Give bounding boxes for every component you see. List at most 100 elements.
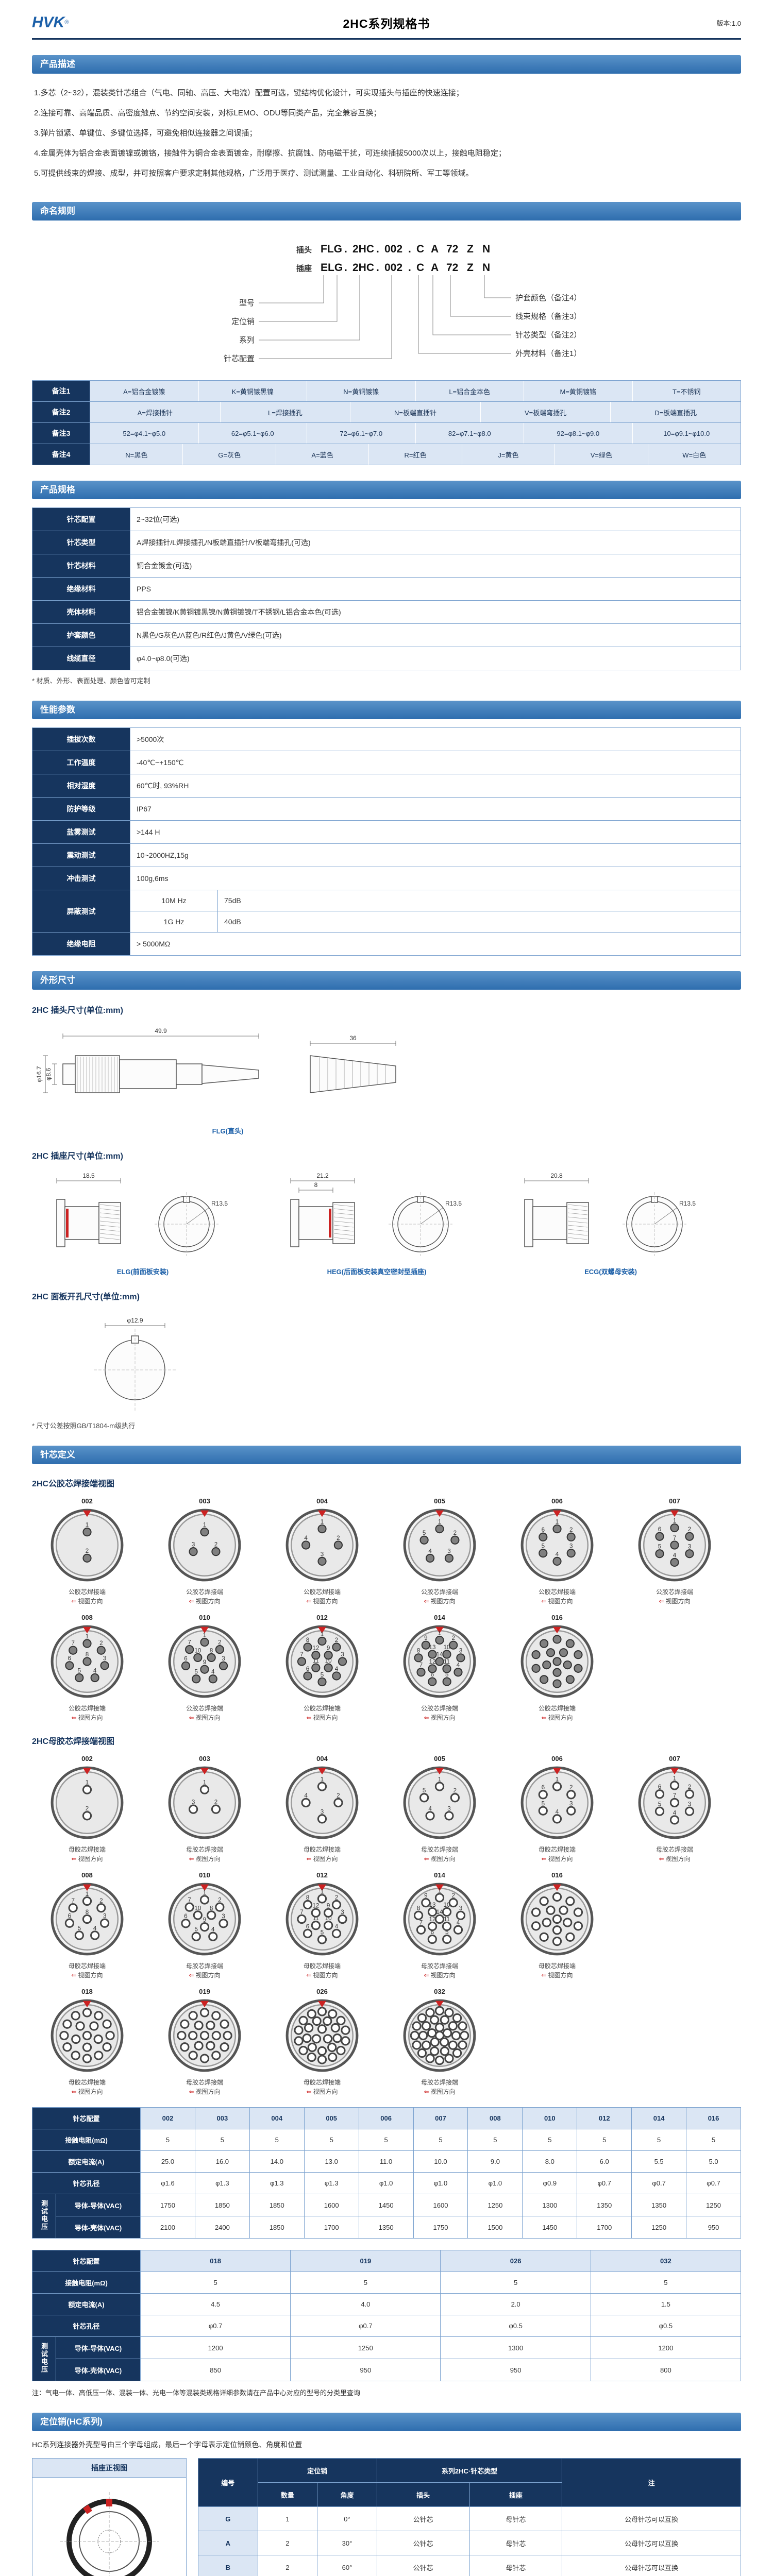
socket-front-view-drawing: [60, 2492, 159, 2576]
svg-text:C: C: [416, 262, 424, 274]
male-pin-face: [520, 1625, 594, 1698]
svg-text:2: 2: [453, 1787, 457, 1794]
note-option-cell: 72=φ6.1~φ7.0: [307, 423, 416, 444]
panel-drawing-row: φ12.9: [32, 1307, 741, 1415]
svg-text:5: 5: [542, 1543, 545, 1550]
svg-text:12: 12: [429, 1916, 436, 1923]
view-direction-label: 视图方向: [665, 1855, 691, 1862]
view-direction-arrow-icon: ⇐: [189, 2088, 194, 2095]
view-direction-caption: ⇐视图方向: [306, 1597, 338, 1605]
elec-value: 1850: [249, 2216, 305, 2239]
svg-text:φ16.7: φ16.7: [36, 1066, 43, 1082]
drawing-caption: ECG(双螺母安装): [584, 1268, 637, 1276]
view-direction-caption: ⇐视图方向: [659, 1854, 690, 1863]
svg-text:针芯配置: 针芯配置: [224, 354, 255, 363]
view-direction-arrow-icon: ⇐: [424, 1598, 429, 1605]
pin-config-number: 016: [551, 1614, 563, 1621]
svg-text:8: 8: [314, 1181, 318, 1189]
elec-row-label: 导体-壳体(VAC): [55, 2359, 141, 2381]
svg-text:7: 7: [71, 1640, 74, 1647]
svg-text:1: 1: [203, 1632, 206, 1638]
config-value: 026: [440, 2250, 591, 2272]
svg-text:2: 2: [688, 1526, 691, 1533]
note-option-cell: L=焊接插孔: [220, 402, 351, 422]
view-direction-caption: ⇐视图方向: [71, 2087, 103, 2096]
svg-text:5: 5: [542, 1801, 545, 1807]
elec-value: 1350: [577, 2194, 632, 2216]
svg-text:N: N: [482, 243, 490, 255]
elec-value: φ1.0: [413, 2172, 468, 2194]
svg-text:3: 3: [222, 1913, 225, 1920]
view-direction-label: 视图方向: [78, 1972, 103, 1979]
svg-text:2: 2: [86, 1805, 89, 1812]
view-direction-label: 视图方向: [195, 1855, 221, 1862]
svg-text:2HC: 2HC: [352, 262, 374, 274]
version-label: 版本:1.0: [716, 19, 741, 27]
view-direction-label: 视图方向: [195, 2088, 221, 2095]
svg-text:6: 6: [658, 1526, 661, 1533]
elec-value: 5: [358, 2129, 414, 2151]
svg-text:型号: 型号: [239, 299, 255, 308]
note-option-cell: M=黄铜镀铬: [524, 381, 633, 401]
svg-text:1: 1: [86, 1633, 89, 1640]
view-direction-caption: ⇐视图方向: [424, 1854, 455, 1863]
view-direction-arrow-icon: ⇐: [189, 1855, 194, 1862]
view-direction-caption: ⇐视图方向: [189, 1971, 220, 1979]
svg-text:2: 2: [335, 1894, 338, 1901]
view-direction-caption: ⇐视图方向: [306, 1854, 338, 1863]
elec-value: 5: [590, 2272, 742, 2294]
view-direction-arrow-icon: ⇐: [306, 2088, 312, 2095]
elec-value: 950: [686, 2216, 741, 2239]
svg-text:.: .: [408, 262, 411, 274]
svg-text:5: 5: [445, 1929, 448, 1936]
pin-config-number: 026: [316, 1988, 328, 1995]
female-pin-face: [168, 1999, 241, 2072]
svg-text:R13.5: R13.5: [679, 1200, 696, 1207]
elec-value: 6.0: [577, 2150, 632, 2173]
elec-value: 1700: [577, 2216, 632, 2239]
elec-value: 16.0: [194, 2150, 250, 2173]
pin-config-number: 003: [199, 1497, 210, 1505]
female-pin-face: [520, 1883, 594, 1956]
svg-text:N: N: [482, 262, 490, 274]
locator-code: B: [198, 2555, 258, 2576]
note-option-cell: J=黄色: [462, 444, 556, 465]
svg-text:.: .: [376, 243, 379, 255]
svg-text:6: 6: [306, 1923, 309, 1930]
svg-text:1: 1: [321, 1888, 324, 1895]
pin-caption: 公胶芯焊接端: [538, 1705, 576, 1712]
svg-text:4: 4: [335, 1666, 339, 1672]
svg-text:1: 1: [321, 1631, 324, 1637]
locator-socket-type: 母针芯: [469, 2555, 563, 2576]
spec-row: 针芯材料铜合金镀金(可选): [32, 554, 741, 578]
pin-config-number: 006: [551, 1755, 563, 1762]
svg-text:13: 13: [429, 1644, 436, 1651]
view-direction-caption: ⇐视图方向: [424, 2087, 455, 2096]
pin-caption: 公胶芯焊接端: [186, 1588, 223, 1596]
view-direction-arrow-icon: ⇐: [71, 2088, 77, 2095]
svg-text:2: 2: [214, 1541, 217, 1548]
elec-row-label: 额定电流(A): [31, 2293, 141, 2315]
view-direction-label: 视图方向: [313, 1855, 338, 1862]
svg-text:9: 9: [203, 1917, 206, 1923]
header-divider: [32, 38, 741, 40]
pin-caption: 公胶芯焊接端: [421, 1705, 458, 1712]
svg-text:1: 1: [203, 1780, 206, 1786]
pin-config-number: 002: [81, 1755, 93, 1762]
elec-value: 5: [467, 2129, 523, 2151]
